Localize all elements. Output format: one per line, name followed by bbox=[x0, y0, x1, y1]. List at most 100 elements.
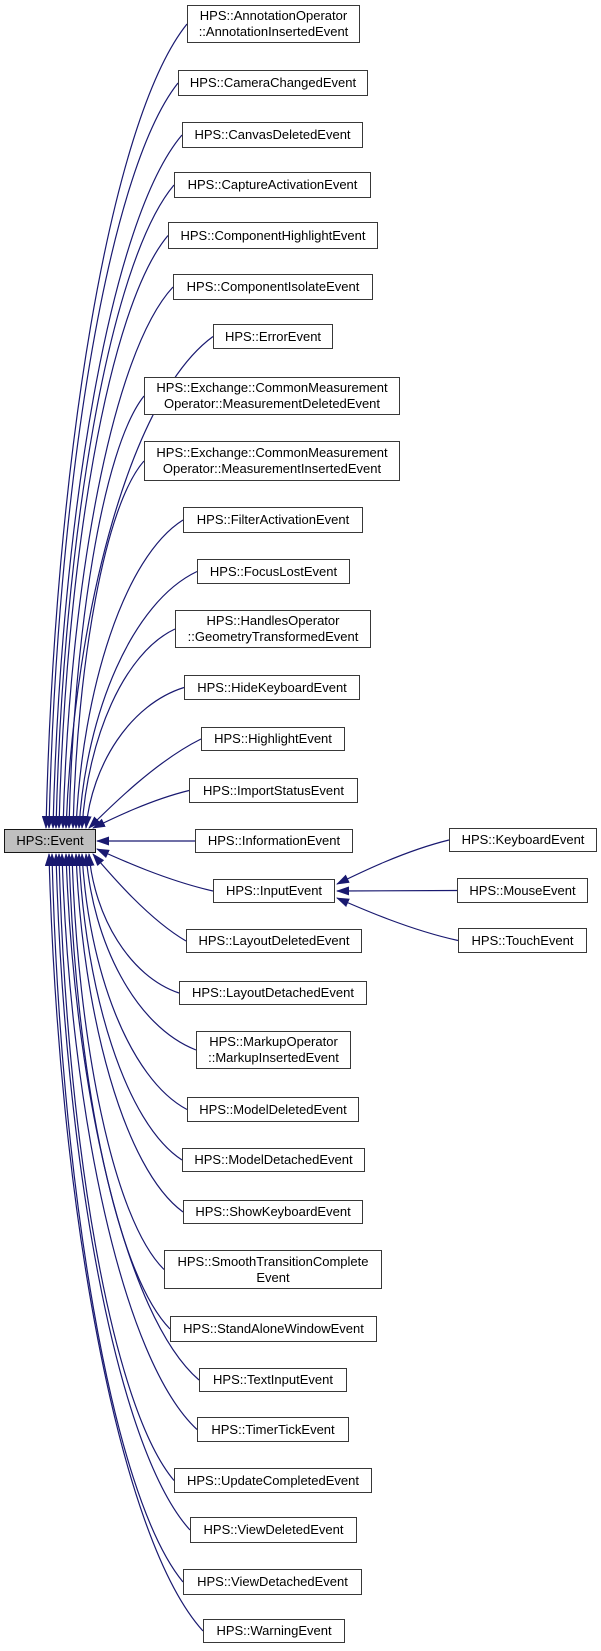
inheritance-edge-model-deleted-event bbox=[78, 853, 188, 1111]
inheritance-edge-timer-tick-event bbox=[57, 853, 198, 1430]
inheritance-edge-markup-inserted-event bbox=[82, 853, 197, 1051]
class-label: HPS::Exchange::CommonMeasurement bbox=[156, 380, 388, 395]
class-label: HPS::TimerTickEvent bbox=[211, 1421, 335, 1437]
inheritance-edge-geometry-transformed-event bbox=[78, 628, 176, 829]
class-node-focus-lost-event[interactable]: HPS::FocusLostEvent bbox=[197, 559, 350, 584]
class-node-component-highlight-event[interactable]: HPS::ComponentHighlightEvent bbox=[168, 222, 378, 249]
inheritance-edge-focus-lost-event bbox=[75, 570, 198, 829]
class-node-view-deleted-event[interactable]: HPS::ViewDeletedEvent bbox=[190, 1517, 357, 1543]
class-node-canvas-deleted-event[interactable]: HPS::CanvasDeletedEvent bbox=[182, 122, 363, 148]
inheritance-edge-view-detached-event bbox=[47, 853, 184, 1583]
class-node-model-deleted-event[interactable]: HPS::ModelDeletedEvent bbox=[187, 1097, 359, 1122]
class-node-capture-activation-event[interactable]: HPS::CaptureActivationEvent bbox=[174, 172, 371, 198]
inheritance-edge-model-detached-event bbox=[75, 853, 183, 1161]
class-label: HPS::ShowKeyboardEvent bbox=[195, 1204, 351, 1219]
inheritance-edge-component-highlight-event bbox=[54, 235, 169, 829]
class-node-input-event[interactable]: HPS::InputEvent bbox=[213, 879, 335, 903]
inheritance-edge-update-completed-event bbox=[54, 853, 175, 1481]
inheritance-edge-touch-event bbox=[336, 897, 459, 942]
class-node-information-event[interactable]: HPS::InformationEvent bbox=[195, 829, 353, 853]
class-label: HPS::CanvasDeletedEvent bbox=[194, 127, 351, 142]
inheritance-edge-smooth-transition-complete-event bbox=[67, 853, 165, 1270]
class-node-model-detached-event[interactable]: HPS::ModelDetachedEvent bbox=[182, 1148, 365, 1172]
class-label: HPS::HideKeyboardEvent bbox=[197, 679, 347, 695]
class-label: HPS::ComponentHighlightEvent bbox=[180, 227, 366, 243]
class-label: HPS::StandAloneWindowEvent bbox=[183, 1321, 364, 1336]
class-node-update-completed-event[interactable]: HPS::UpdateCompletedEvent bbox=[174, 1468, 372, 1493]
class-node-view-detached-event[interactable]: HPS::ViewDetachedEvent bbox=[183, 1569, 362, 1595]
class-node-markup-inserted-event[interactable]: HPS::MarkupOperator::MarkupInsertedEvent bbox=[196, 1031, 351, 1069]
inheritance-edge-hide-keyboard-event bbox=[82, 686, 185, 829]
class-label: HPS::ErrorEvent bbox=[224, 328, 322, 344]
class-label: HPS::ComponentIsolateEvent bbox=[186, 279, 360, 294]
inheritance-edge-view-deleted-event bbox=[51, 853, 191, 1531]
class-label: HPS::HandlesOperator bbox=[206, 613, 340, 628]
class-label: HPS::LayoutDeletedEvent bbox=[198, 933, 350, 948]
inheritance-edge-annotation-inserted-event bbox=[41, 23, 188, 829]
class-label: HPS::CaptureActivationEvent bbox=[187, 177, 358, 192]
class-node-annotation-inserted-event[interactable]: HPS::AnnotationOperator::AnnotationInser… bbox=[187, 5, 360, 43]
class-node-text-input-event[interactable]: HPS::TextInputEvent bbox=[199, 1368, 347, 1392]
class-node-layout-deleted-event[interactable]: HPS::LayoutDeletedEvent bbox=[186, 929, 362, 953]
class-node-show-keyboard-event[interactable]: HPS::ShowKeyboardEvent bbox=[183, 1200, 363, 1224]
class-label: HPS::ModelDeletedEvent bbox=[199, 1101, 347, 1117]
class-node-standalone-window-event[interactable]: HPS::StandAloneWindowEvent bbox=[170, 1316, 377, 1342]
class-label: Event bbox=[256, 1269, 290, 1285]
class-node-filter-activation-event[interactable]: HPS::FilterActivationEvent bbox=[183, 507, 363, 533]
inheritance-edge-keyboard-event bbox=[336, 839, 450, 885]
class-node-import-status-event[interactable]: HPS::ImportStatusEvent bbox=[189, 778, 358, 803]
inheritance-edge-component-isolate-event bbox=[58, 286, 174, 829]
class-node-event[interactable]: HPS::Event bbox=[4, 829, 96, 853]
class-node-geometry-transformed-event[interactable]: HPS::HandlesOperator::GeometryTransforme… bbox=[175, 610, 371, 648]
class-label: HPS::HighlightEvent bbox=[214, 731, 332, 746]
class-node-hide-keyboard-event[interactable]: HPS::HideKeyboardEvent bbox=[184, 675, 360, 700]
class-node-mouse-event[interactable]: HPS::MouseEvent bbox=[457, 878, 588, 903]
inheritance-edge-capture-activation-event bbox=[51, 184, 175, 829]
inheritance-edge-canvas-deleted-event bbox=[48, 134, 183, 829]
inheritance-edge-layout-detached-event bbox=[85, 853, 180, 994]
class-node-warning-event[interactable]: HPS::WarningEvent bbox=[203, 1619, 345, 1643]
inheritance-edge-text-input-event bbox=[61, 853, 200, 1381]
class-node-timer-tick-event[interactable]: HPS::TimerTickEvent bbox=[197, 1417, 349, 1442]
class-label: HPS::LayoutDetachedEvent bbox=[192, 985, 354, 1000]
class-label: HPS::AnnotationOperator bbox=[199, 8, 348, 23]
inheritance-edge-mouse-event bbox=[336, 886, 458, 896]
class-node-error-event[interactable]: HPS::ErrorEvent bbox=[213, 324, 333, 349]
inheritance-edge-layout-deleted-event bbox=[92, 853, 187, 942]
class-label: ::AnnotationInsertedEvent bbox=[198, 24, 349, 39]
class-label: ::MarkupInsertedEvent bbox=[208, 1050, 339, 1065]
class-node-keyboard-event[interactable]: HPS::KeyboardEvent bbox=[449, 828, 597, 852]
class-node-highlight-event[interactable]: HPS::HighlightEvent bbox=[201, 727, 345, 751]
inheritance-edge-show-keyboard-event bbox=[71, 853, 184, 1213]
class-label: Operator::MeasurementDeletedEvent bbox=[163, 396, 381, 411]
class-label: HPS::UpdateCompletedEvent bbox=[187, 1472, 359, 1488]
inheritance-edge-highlight-event bbox=[88, 738, 202, 829]
class-node-component-isolate-event[interactable]: HPS::ComponentIsolateEvent bbox=[173, 274, 373, 300]
inheritance-edge-import-status-event bbox=[92, 789, 190, 829]
class-label: HPS::InputEvent bbox=[225, 883, 323, 898]
class-label: HPS::MouseEvent bbox=[469, 882, 576, 898]
inheritance-edge-filter-activation-event bbox=[72, 519, 184, 829]
class-node-layout-detached-event[interactable]: HPS::LayoutDetachedEvent bbox=[179, 981, 367, 1005]
inheritance-edge-input-event bbox=[96, 848, 214, 892]
class-node-camera-changed-event[interactable]: HPS::CameraChangedEvent bbox=[178, 70, 368, 96]
class-label: HPS::FocusLostEvent bbox=[209, 563, 338, 579]
class-label: HPS::WarningEvent bbox=[216, 1623, 332, 1638]
class-label: HPS::TouchEvent bbox=[471, 932, 574, 948]
class-label: HPS::SmoothTransitionComplete bbox=[177, 1253, 369, 1269]
class-label: HPS::ModelDetachedEvent bbox=[194, 1152, 353, 1167]
class-label: HPS::KeyboardEvent bbox=[461, 832, 585, 847]
inheritance-edge-measurement-deleted-event bbox=[64, 395, 145, 829]
class-label: ::GeometryTransformedEvent bbox=[187, 629, 359, 644]
inheritance-edge-measurement-inserted-event bbox=[68, 460, 145, 829]
class-label: HPS::ImportStatusEvent bbox=[203, 782, 344, 798]
class-label: HPS::ViewDetachedEvent bbox=[197, 1574, 348, 1589]
class-label: HPS::InformationEvent bbox=[207, 833, 341, 848]
class-label: HPS::ViewDeletedEvent bbox=[203, 1522, 344, 1537]
class-node-touch-event[interactable]: HPS::TouchEvent bbox=[458, 928, 587, 953]
